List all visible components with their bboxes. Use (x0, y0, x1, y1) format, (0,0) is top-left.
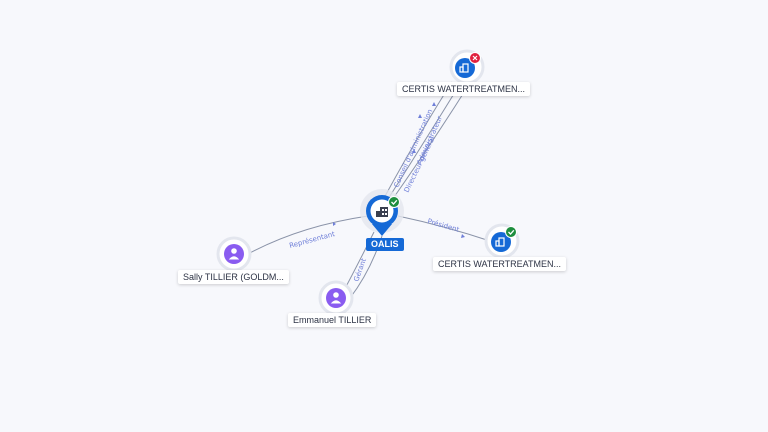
edge-administrateur (391, 85, 469, 201)
edge-president (397, 215, 491, 242)
edge-label-president: Président (426, 217, 460, 234)
company-top-label[interactable]: CERTIS WATERTREATMEN... (397, 82, 531, 96)
person-icon (330, 292, 342, 304)
arrow-representant (333, 222, 336, 226)
person-bottom-label[interactable]: Emmanuel TILLIER (288, 313, 377, 327)
company-node-top[interactable] (449, 49, 485, 85)
central-node[interactable] (360, 189, 404, 236)
person-icon (228, 248, 240, 260)
building-icon (376, 207, 388, 217)
arrow-president (461, 234, 465, 238)
person-left-label[interactable]: Sally TILLIER (GOLDM... (178, 270, 289, 284)
person-node-bottom[interactable] (318, 280, 354, 316)
close-icon (472, 55, 478, 61)
person-node-left[interactable] (216, 236, 252, 272)
edge-representant (247, 215, 369, 255)
arrow-administrateur (432, 102, 436, 106)
arrow-conseil (418, 114, 422, 118)
central-node-label[interactable]: OALIS (366, 238, 404, 251)
arrow-directeur (412, 149, 416, 153)
building-icon (495, 237, 505, 247)
check-icon (391, 199, 398, 205)
building-icon (459, 63, 469, 73)
company-node-right[interactable] (484, 223, 520, 259)
company-right-label[interactable]: CERTIS WATERTREATMEN... (433, 257, 567, 271)
check-icon (508, 229, 515, 235)
